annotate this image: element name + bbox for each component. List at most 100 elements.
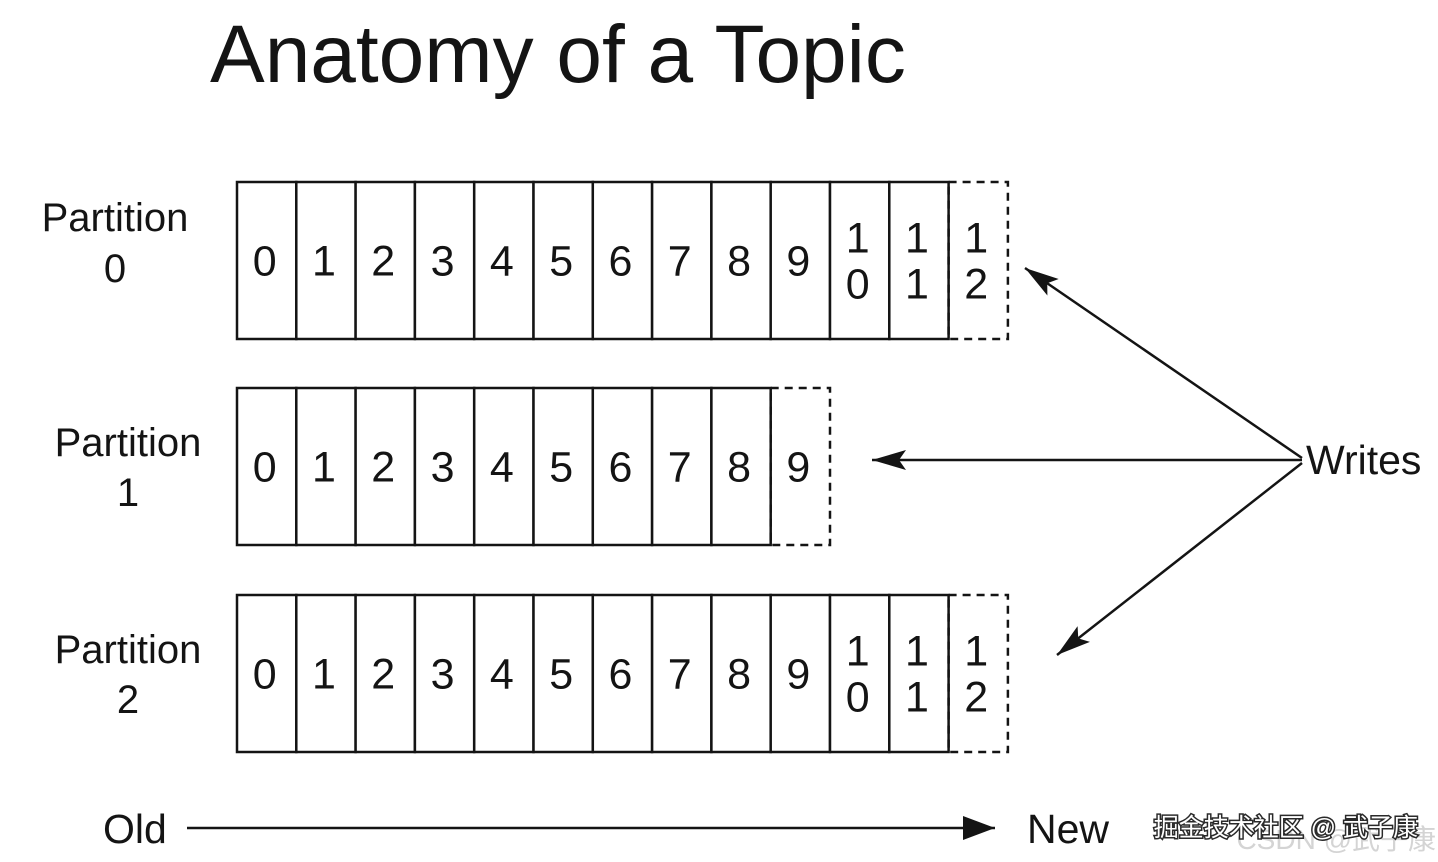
partition-1-offset-cell: 3: [413, 386, 476, 547]
offset-cell-box: [354, 180, 417, 341]
partition-2-offset-cell: 3: [413, 593, 476, 754]
offset-number: 1: [312, 444, 336, 492]
partition-1-label-line-2: 1: [117, 471, 139, 515]
partition-0-offset-cell: 5: [532, 180, 595, 341]
partition-2-offset-cell: 4: [472, 593, 535, 754]
offset-cell-box: [532, 180, 595, 341]
partition-0-offset-cell: 0: [235, 180, 298, 341]
offset-number: 8: [727, 238, 751, 286]
partition-1-next-write-slot: 9: [769, 386, 832, 547]
offset-cell-box: [235, 180, 298, 341]
partition-2-offset-cell: 8: [710, 593, 772, 754]
offset-cell-box: [354, 593, 417, 754]
offset-cell-box: [710, 386, 772, 547]
write-arrow-partition-2: [1056, 462, 1303, 656]
watermark-primary-text: 掘金技术社区 @ 武子康: [1154, 814, 1418, 842]
offset-cell-box: [888, 593, 950, 754]
offset-number: 6: [608, 651, 632, 699]
offset-cell-box: [591, 386, 654, 547]
offset-number: 4: [490, 444, 514, 492]
next-write-slot-box: [769, 386, 832, 547]
partition-2-offset-cell: 7: [650, 593, 713, 754]
offset-number: 6: [608, 238, 632, 286]
next-offset-number: 9: [786, 444, 810, 492]
partition-1-label-line-1: Partition: [55, 421, 202, 465]
timeline-new-label: New: [1027, 806, 1109, 852]
offset-number: 2: [371, 651, 395, 699]
partition-0-offset-cell: 3: [413, 180, 476, 341]
offset-number: 1: [312, 651, 336, 699]
offset-number: 0: [253, 444, 277, 492]
offset-number: 4: [490, 651, 514, 699]
partition-0-offset-cell: 1: [295, 180, 357, 341]
next-write-slot-box: [947, 593, 1010, 754]
offset-number: 4: [490, 238, 514, 286]
partition-0-offset-cell: 8: [710, 180, 772, 341]
diagram-title: Anatomy of a Topic: [210, 9, 906, 100]
partition-1-offset-cell: 0: [235, 386, 298, 547]
partition-2-label-line-1: Partition: [55, 628, 202, 672]
offset-number: 7: [668, 444, 692, 492]
partition-1-offset-cell: 5: [532, 386, 595, 547]
offset-number: 7: [668, 238, 692, 286]
offset-number: 0: [253, 651, 277, 699]
offset-number: 0: [253, 238, 277, 286]
offset-cell-box: [650, 180, 713, 341]
write-arrows: [872, 266, 1303, 656]
offset-number: 9: [786, 238, 810, 286]
offset-cell-box: [413, 386, 476, 547]
offset-number: 2: [371, 238, 395, 286]
offset-cell-box: [532, 593, 595, 754]
offset-number: 8: [727, 651, 751, 699]
offset-number: 1: [312, 238, 336, 286]
offset-number: 5: [549, 444, 573, 492]
partition-1-offset-cell: 1: [295, 386, 357, 547]
partition-1-offset-cell: 7: [650, 386, 713, 547]
partition-2-offset-cell: 1: [295, 593, 357, 754]
offset-cell-box: [472, 386, 535, 547]
partition-0-label-line-2: 0: [104, 247, 126, 291]
partition-0-offset-cell: 6: [591, 180, 654, 341]
offset-number: 5: [549, 651, 573, 699]
offset-cell-box: [295, 180, 357, 341]
partition-2-offset-cell: 5: [532, 593, 595, 754]
timeline-old-label: Old: [103, 806, 167, 852]
offset-cell-box: [235, 593, 298, 754]
writes-label: Writes: [1306, 437, 1421, 483]
offset-cell-box: [710, 593, 772, 754]
partition-0-offset-cell: 7: [650, 180, 713, 341]
offset-cell-box: [472, 593, 535, 754]
partition-1-offset-cell: 4: [472, 386, 535, 547]
watermark-secondary-text: CSDN @武子康: [1236, 824, 1436, 855]
offset-cell-box: [710, 180, 772, 341]
offset-cell-box: [532, 386, 595, 547]
offset-cell-box: [472, 180, 535, 341]
offset-cell-box: [591, 180, 654, 341]
partition-2-offset-cell: 6: [591, 593, 654, 754]
partition-labels: Partition 0 Partition 1 Partition 2: [42, 196, 202, 722]
partition-0-offset-cell: 9: [769, 180, 832, 341]
offset-cell-box: [295, 386, 357, 547]
offset-cell-box: [235, 386, 298, 547]
offset-number: 3: [431, 444, 455, 492]
offset-number: 9: [786, 651, 810, 699]
partition-0-offset-cell: 4: [472, 180, 535, 341]
offset-cell-box: [769, 180, 832, 341]
offset-number: 5: [549, 238, 573, 286]
partition-1-offset-cell: 6: [591, 386, 654, 547]
partition-0-label-line-1: Partition: [42, 196, 189, 240]
